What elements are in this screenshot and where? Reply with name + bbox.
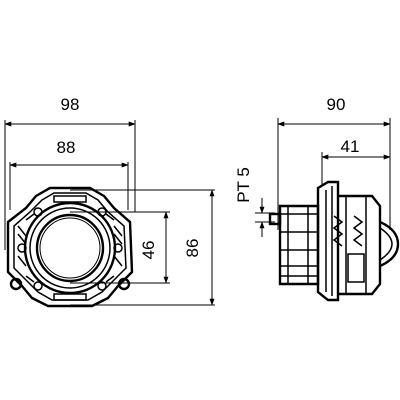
dimension-98-label: 98 [61,95,80,114]
dimension-46-label: 46 [139,241,158,260]
headlamp-front-outline [6,186,134,308]
front-view: 98 88 46 86 [4,95,215,308]
dimension-41-label: 41 [341,137,360,156]
thread-label: PT 5 [234,167,253,203]
side-view: 90 41 PT 5 [234,95,400,302]
dimension-88-label: 88 [57,138,76,157]
dimension-86-label: 86 [183,239,202,258]
dimension-90-label: 90 [327,95,346,114]
headlamp-side-outline [268,180,400,302]
